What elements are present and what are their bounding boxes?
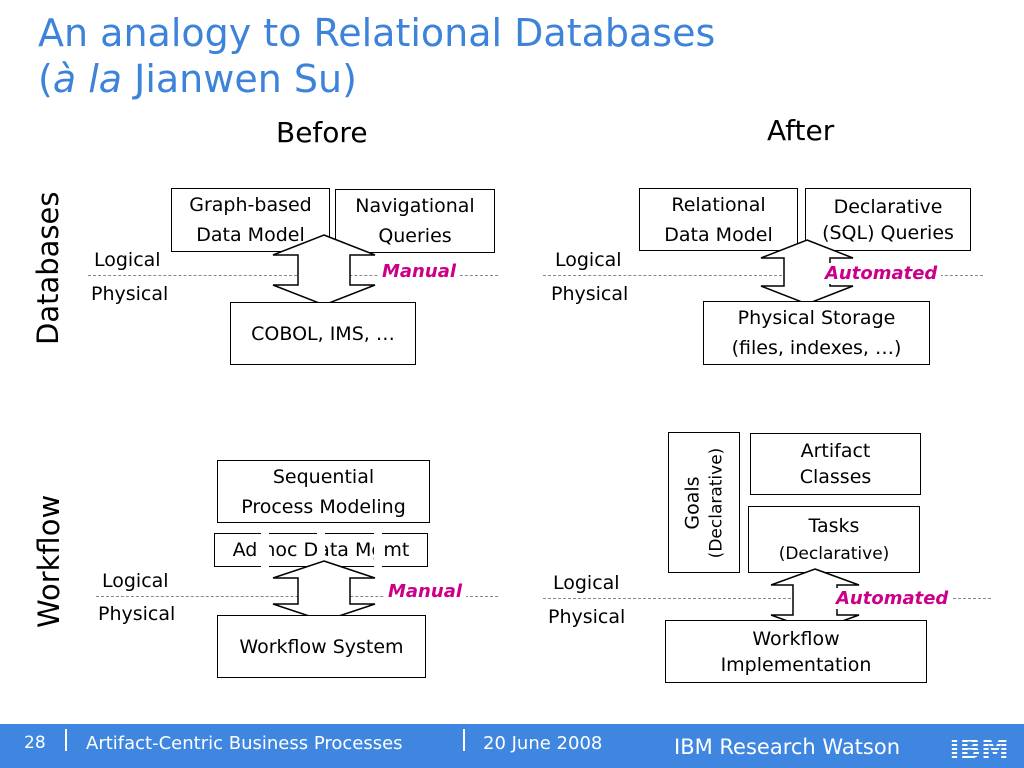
title-italic: à la	[52, 57, 123, 101]
double-arrow-icon	[272, 560, 376, 622]
automated-label: Automated	[821, 263, 942, 284]
page-number: 28	[24, 733, 46, 753]
workflow-system-box: Workflow System	[217, 615, 426, 678]
footer-topic: Artifact-Centric Business Processes	[86, 733, 403, 754]
box-text: Relational	[671, 193, 766, 216]
column-header-after: After	[767, 114, 835, 147]
logical-physical-divider	[543, 598, 991, 599]
box-text: Artifact	[800, 440, 871, 462]
box-text: (files, indexes, …)	[731, 337, 902, 359]
box-text: Sequential	[272, 465, 375, 488]
box-text: Queries	[378, 225, 452, 247]
box-text: Data Model	[196, 224, 305, 246]
cobol-ims-box: COBOL, IMS, …	[230, 302, 416, 365]
physical-label: Physical	[551, 283, 629, 305]
logical-physical-divider	[96, 596, 498, 597]
title-rest: Jianwen Su)	[122, 57, 357, 101]
relational-data-model-box: Relational Data Model	[639, 188, 798, 251]
workflow-implementation-box: Workflow Implementation	[665, 620, 927, 683]
logical-physical-divider	[543, 275, 983, 276]
logical-label: Logical	[553, 572, 620, 594]
footer-org: IBM Research Watson	[674, 735, 901, 759]
declarative-sql-queries-box: Declarative (SQL) Queries	[805, 188, 971, 251]
box-text: Implementation	[720, 653, 872, 676]
double-arrow-icon	[272, 234, 376, 306]
goals-declarative-box: Goals (Declarative)	[668, 432, 740, 573]
box-text: Graph-based	[189, 194, 312, 216]
box-text: COBOL, IMS, …	[251, 322, 395, 345]
box-gap	[374, 530, 382, 570]
title-line-2: (à la Jianwen Su)	[38, 56, 715, 102]
box-text: Data Model	[664, 223, 773, 246]
title-line-1: An analogy to Relational Databases	[38, 11, 716, 55]
footer-bar: 28 Artifact-Centric Business Processes 2…	[0, 724, 1024, 768]
automated-label: Automated	[832, 588, 953, 609]
box-text: Navigational	[355, 195, 475, 217]
row-header-workflow: Workflow	[32, 494, 66, 628]
sequential-process-modeling-box: Sequential Process Modeling	[217, 460, 430, 523]
column-header-before: Before	[276, 116, 368, 149]
physical-label: Physical	[98, 603, 176, 625]
box-text: Workflow	[752, 627, 840, 650]
box-text: (Declarative)	[778, 543, 890, 564]
box-text: Goals	[681, 475, 703, 530]
graph-based-data-model-box: Graph-based Data Model	[171, 188, 330, 252]
title-paren: (	[38, 57, 53, 101]
box-text: Workflow System	[239, 635, 404, 658]
navigational-queries-box: Navigational Queries	[335, 189, 495, 253]
physical-storage-box: Physical Storage (files, indexes, …)	[703, 301, 930, 365]
box-text: Classes	[799, 466, 872, 488]
footer-separator	[463, 729, 465, 751]
box-text: Tasks	[808, 514, 860, 537]
footer-date: 20 June 2008	[483, 733, 603, 754]
row-header-databases: Databases	[31, 191, 65, 345]
ibm-logo-icon: IBM	[949, 732, 1009, 762]
logical-label: Logical	[94, 249, 161, 271]
manual-label: Manual	[378, 261, 461, 282]
manual-label: Manual	[384, 581, 467, 602]
box-gap	[317, 530, 325, 570]
logical-physical-divider	[88, 275, 498, 276]
physical-label: Physical	[548, 606, 626, 628]
logical-label: Logical	[555, 249, 622, 271]
box-text: Declarative	[833, 195, 943, 218]
box-text: (SQL) Queries	[822, 221, 954, 244]
physical-label: Physical	[91, 283, 169, 305]
artifact-classes-box: Artifact Classes	[750, 433, 921, 495]
tasks-declarative-box: Tasks (Declarative)	[748, 506, 920, 573]
box-text: Physical Storage	[737, 307, 896, 329]
ibm-logo-text: IBM	[949, 732, 1009, 762]
box-gap	[261, 530, 269, 570]
goals-text: Goals (Declarative)	[680, 447, 728, 558]
logical-label: Logical	[102, 570, 169, 592]
box-text: (Declarative)	[706, 447, 726, 558]
box-text: Process Modeling	[241, 495, 406, 518]
footer-separator	[65, 729, 67, 751]
slide-title: An analogy to Relational Databases (à la…	[38, 10, 715, 102]
